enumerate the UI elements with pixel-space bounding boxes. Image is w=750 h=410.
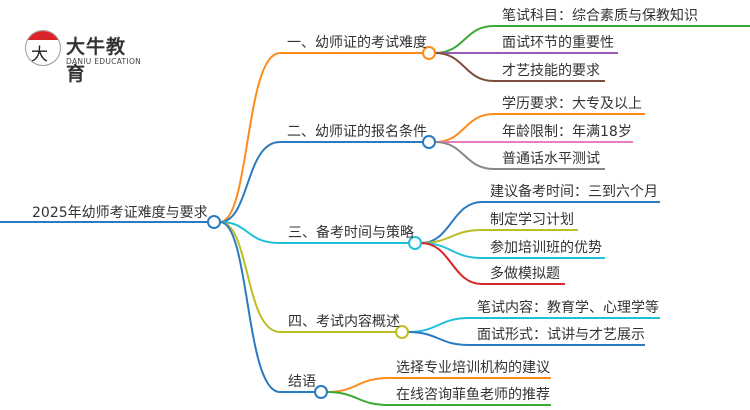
logo-subtitle: DANIU EDUCATION (66, 57, 142, 66)
branch-node-circle (408, 236, 422, 250)
logo: 大牛 大牛教育 DANIU EDUCATION (22, 28, 142, 85)
leaf-label: 面试形式：试讲与才艺展示 (477, 327, 645, 343)
logo-mark: 大牛 (31, 45, 48, 65)
branch-connector (219, 221, 409, 244)
logo-name: 大牛教育 (66, 36, 127, 85)
branch-label: 三、备考时间与策略 (288, 225, 414, 241)
leaf-connector (420, 201, 660, 244)
leaf-label: 选择专业培训机构的建议 (396, 360, 550, 376)
branch-connector (219, 141, 423, 223)
branch-node-circle (314, 385, 328, 399)
leaf-label: 学历要求：大专及以上 (502, 96, 642, 112)
branch-connector (219, 221, 396, 333)
branch-label: 二、幼师证的报名条件 (287, 124, 427, 140)
leaf-label: 制定学习计划 (490, 212, 574, 228)
leaf-label: 才艺技能的要求 (502, 63, 600, 79)
logo-badge-icon: 大牛 (25, 30, 61, 66)
leaf-connector (434, 52, 605, 82)
branch-label: 一、幼师证的考试难度 (287, 35, 427, 51)
leaf-connector (434, 141, 605, 170)
leaf-label: 建议备考时间：三到六个月 (490, 184, 658, 200)
leaf-connector (434, 25, 750, 54)
leaf-label: 参加培训班的优势 (490, 240, 602, 256)
leaf-label: 面试环节的重要性 (502, 35, 614, 51)
leaf-connector (326, 391, 551, 406)
leaf-connector (434, 113, 645, 143)
leaf-label: 多做模拟题 (490, 266, 560, 282)
leaf-label: 年龄限制：年满18岁 (502, 124, 632, 140)
branch-node-circle (395, 325, 409, 339)
leaf-label: 普通话水平测试 (502, 151, 600, 167)
leaf-connector (407, 331, 645, 346)
root-label: 2025年幼师考证难度与要求 (32, 205, 208, 221)
leaf-label: 笔试科目：综合素质与保教知识 (502, 8, 698, 24)
leaf-label: 笔试内容：教育学、心理学等 (477, 300, 659, 316)
branch-node-circle (422, 135, 436, 149)
branch-label: 结语 (288, 374, 316, 390)
branch-connector (219, 52, 423, 223)
root-node-circle (207, 215, 221, 229)
branch-label: 四、考试内容概述 (288, 314, 400, 330)
branch-node-circle (422, 46, 436, 60)
leaf-connector (420, 242, 565, 285)
branch-connector (219, 221, 315, 393)
leaf-label: 在线咨询菲鱼老师的推荐 (396, 387, 550, 403)
